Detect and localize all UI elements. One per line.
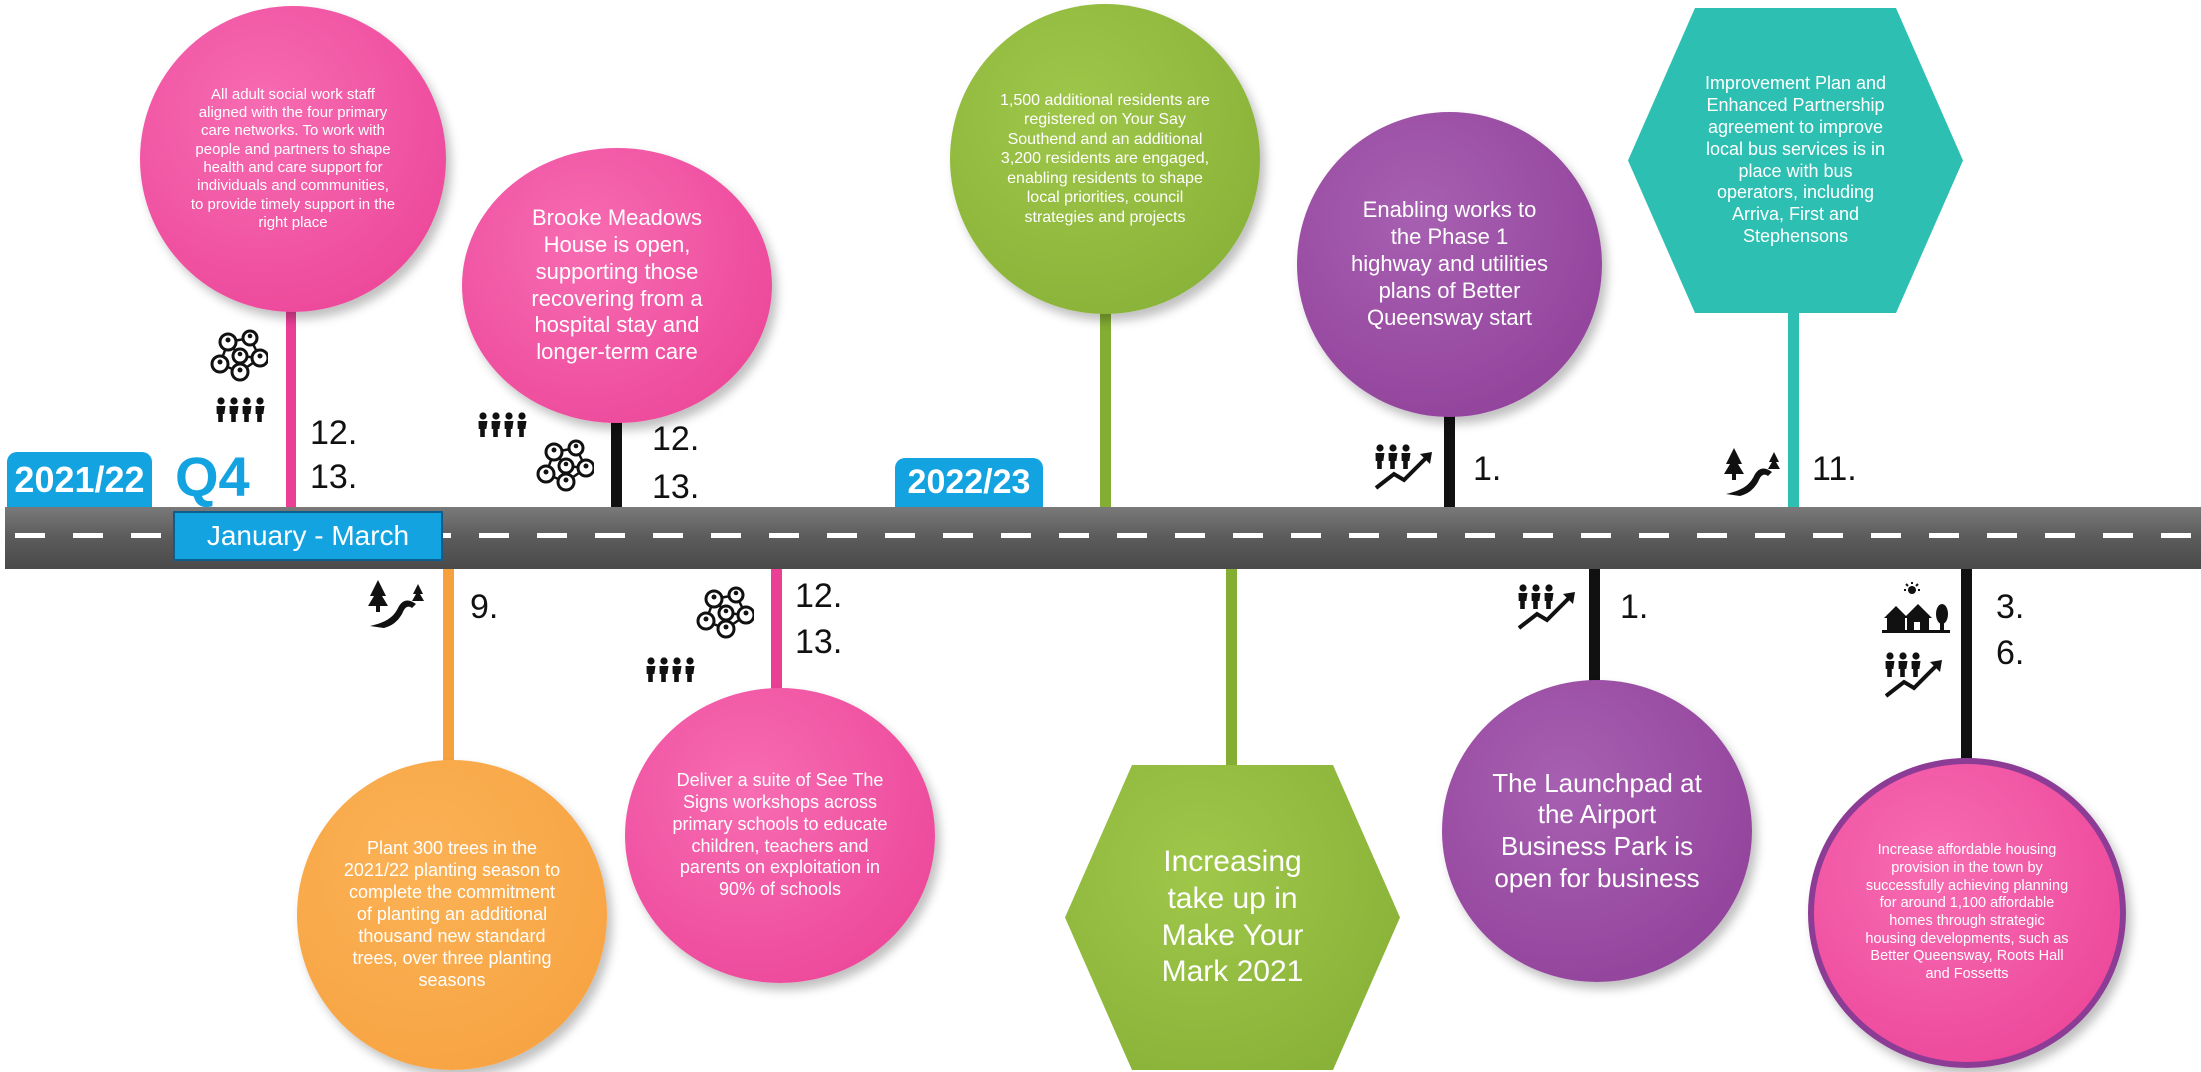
reference-number: 11. [1812, 450, 1857, 488]
people-growth-icon [1372, 440, 1436, 494]
reference-number: 9. [470, 588, 499, 626]
milestone-hexagon: Increasing take up in Make Your Mark 202… [1065, 765, 1400, 1070]
milestone-bubble: Increase affordable housing provision in… [1808, 758, 2126, 1068]
milestone-stem [1226, 569, 1237, 769]
people-growth-icon [1515, 580, 1579, 634]
milestone-hexagon: Improvement Plan and Enhanced Partnershi… [1628, 8, 1963, 313]
people-group-icon [475, 408, 535, 444]
network-people-icon [696, 586, 754, 639]
milestone-stem [611, 395, 622, 507]
people-group-icon [643, 653, 703, 689]
milestone-bubble: Enabling works to the Phase 1 highway an… [1297, 112, 1602, 417]
milestone-stem [1961, 569, 1972, 759]
reference-number: 12. [310, 414, 358, 452]
milestone-stem [1788, 300, 1799, 507]
milestone-bubble: 1,500 additional residents are registere… [950, 4, 1260, 314]
network-people-icon [210, 329, 268, 382]
reference-number: 12. [652, 420, 700, 458]
network-people-icon [536, 439, 594, 492]
year-label-2022-23: 2022/23 [895, 458, 1043, 507]
trees-path-icon [368, 580, 424, 628]
milestone-stem [771, 569, 782, 689]
reference-number: 1. [1620, 588, 1649, 626]
reference-number: 13. [310, 458, 358, 496]
year-label-2021-22: 2021/22 [7, 452, 152, 507]
milestone-bubble: Deliver a suite of See The Signs worksho… [625, 688, 935, 983]
milestone-stem [443, 569, 454, 799]
milestone-stem [286, 300, 296, 507]
milestone-bubble: The Launchpad at the Airport Business Pa… [1442, 680, 1752, 982]
quarter-label: Q4 [175, 445, 250, 508]
people-growth-icon [1882, 648, 1946, 702]
reference-number: 13. [795, 623, 843, 661]
milestone-stem [1589, 569, 1600, 684]
reference-number: 13. [652, 468, 700, 506]
milestone-stem [1444, 405, 1455, 507]
reference-number: 3. [1996, 588, 2025, 626]
milestone-bubble: All adult social work staff aligned with… [140, 6, 446, 312]
people-group-icon [213, 393, 273, 429]
trees-path-icon [1724, 448, 1780, 496]
reference-number: 12. [795, 577, 843, 615]
road-markings [15, 533, 2201, 538]
period-label: January - March [173, 511, 443, 561]
houses-sun-icon [1881, 581, 1951, 634]
milestone-bubble: Brooke Meadows House is open, supporting… [462, 148, 772, 423]
milestone-stem [1100, 300, 1111, 507]
reference-number: 1. [1473, 450, 1502, 488]
milestone-bubble: Plant 300 trees in the 2021/22 planting … [297, 760, 607, 1070]
reference-number: 6. [1996, 634, 2025, 672]
